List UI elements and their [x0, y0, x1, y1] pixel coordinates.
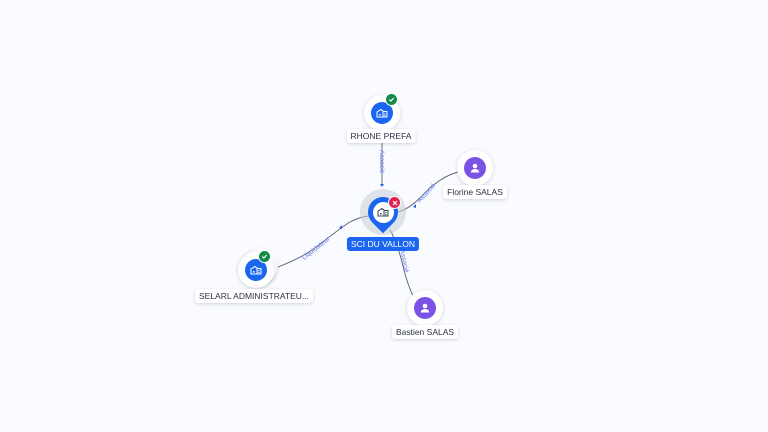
verified-badge — [258, 250, 271, 263]
central-node-label[interactable]: SCI DU VALLON — [346, 237, 420, 251]
edge-rhone-prefa[interactable]: Associé — [378, 143, 385, 187]
check-icon — [388, 97, 395, 102]
node-label[interactable]: SELARL ADMINISTRATEU... — [194, 289, 314, 303]
node-label[interactable]: Bastien SALAS — [391, 325, 459, 339]
node-label[interactable]: Florine SALAS — [443, 185, 507, 199]
close-icon — [392, 200, 397, 205]
building-icon — [377, 207, 389, 217]
building-icon — [250, 265, 262, 275]
verified-badge — [385, 93, 398, 106]
node-rhone-prefa[interactable] — [364, 93, 400, 131]
building-icon — [376, 108, 388, 118]
node-label[interactable]: RHONE PREFA — [346, 129, 416, 143]
edge-label: Associé — [398, 249, 410, 274]
arrow-icon — [339, 225, 342, 229]
check-icon — [261, 254, 268, 259]
edge-label: Associé — [378, 150, 385, 174]
arrow-icon — [413, 204, 416, 208]
edge-label: Associé — [416, 182, 437, 204]
person-icon — [470, 163, 480, 173]
node-selarl[interactable] — [238, 248, 278, 288]
node-bastien-salas[interactable] — [407, 290, 443, 326]
person-icon — [420, 303, 430, 313]
node-florine-salas[interactable] — [457, 150, 493, 186]
arrow-icon — [380, 184, 384, 187]
edge-label: Liquidateur — [301, 235, 332, 261]
error-badge — [388, 196, 401, 209]
